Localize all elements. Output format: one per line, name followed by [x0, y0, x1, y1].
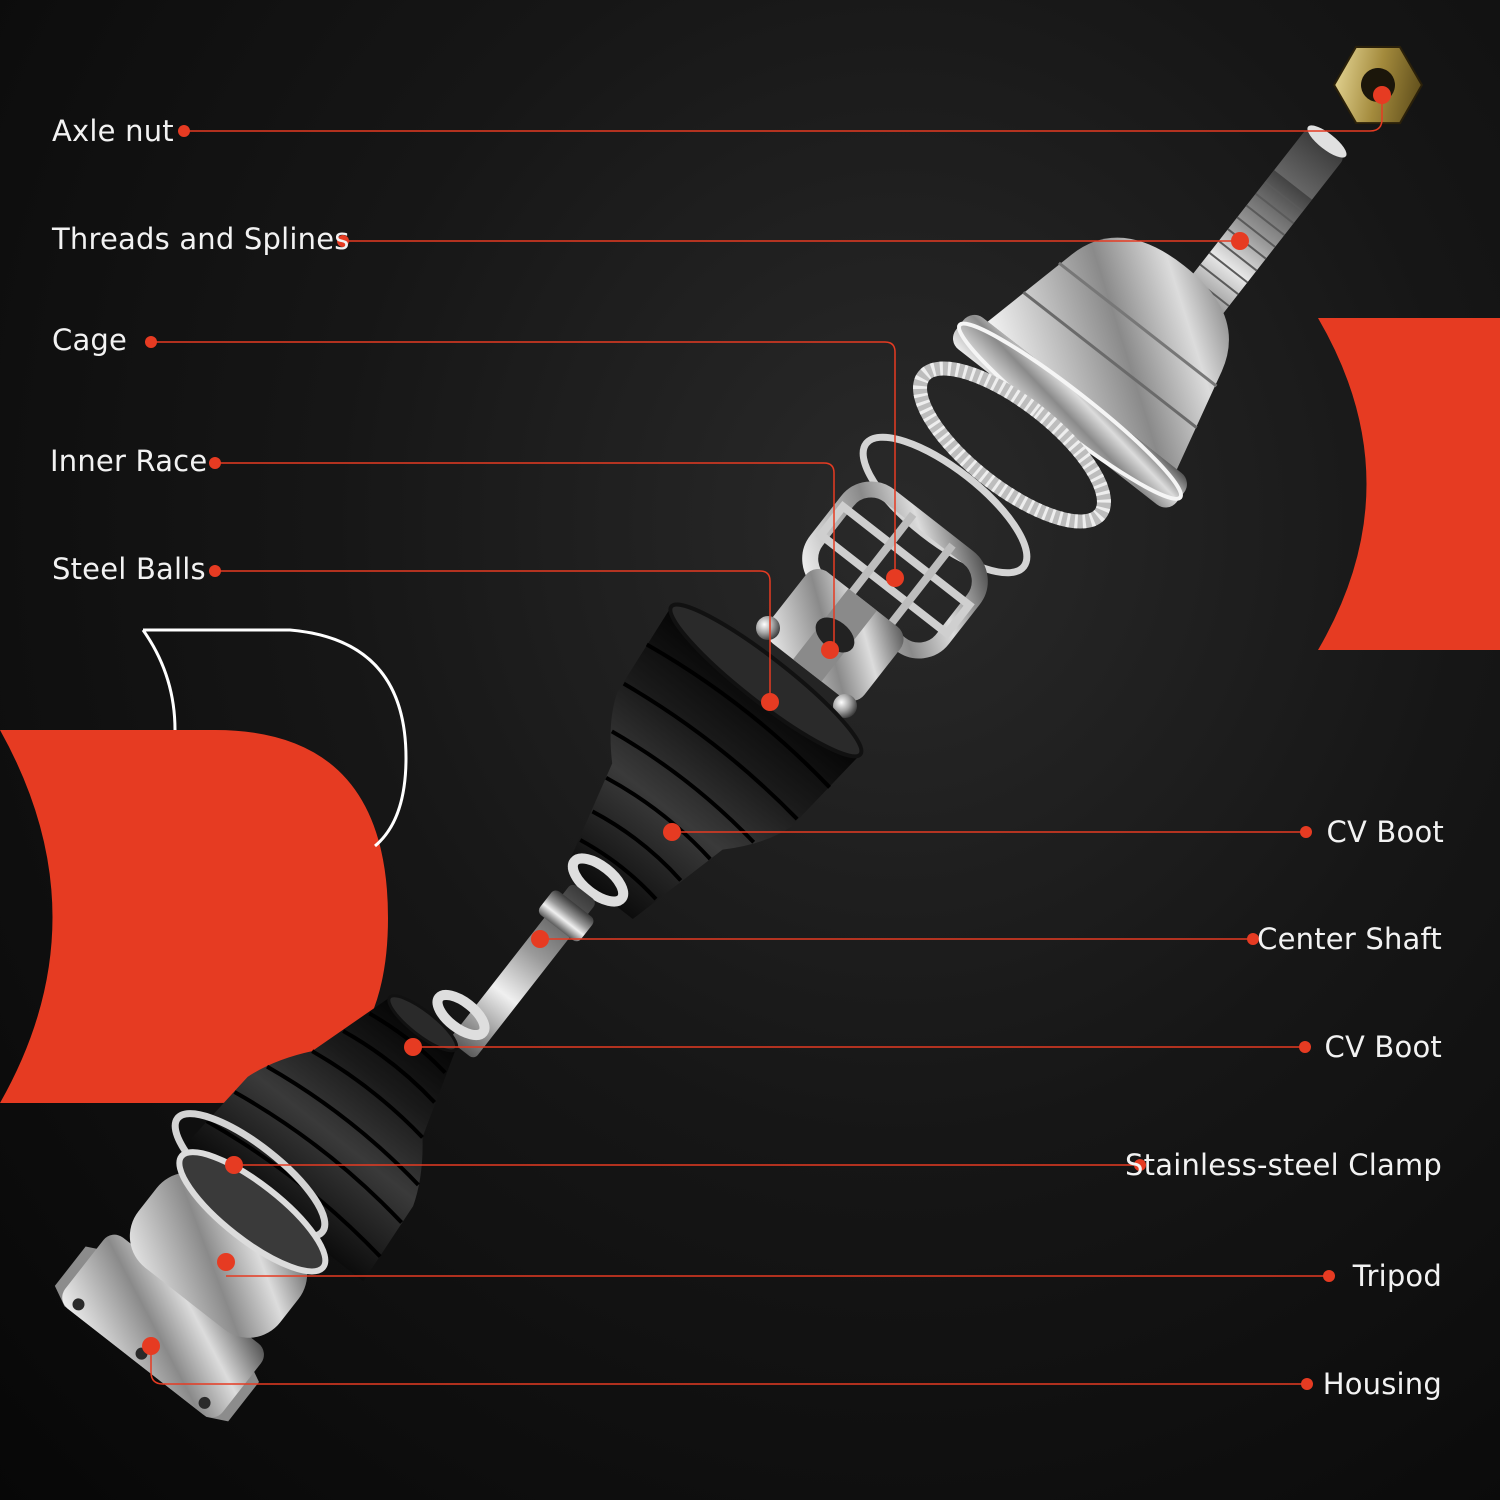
axle-nut-part — [1332, 45, 1424, 125]
label-cv-boot-inner: CV Boot — [1324, 1030, 1442, 1064]
dot-tripod-label — [1323, 1270, 1335, 1282]
dot-threads-part — [1231, 232, 1249, 250]
dot-steel-balls-part — [761, 693, 779, 711]
center-shaft-part — [451, 884, 595, 1058]
outer-boot-clamp — [567, 853, 629, 907]
dot-axle-nut-part — [1373, 86, 1391, 104]
dot-cv-boot-outer-label — [1300, 826, 1312, 838]
label-inner-race: Inner Race — [50, 444, 208, 478]
inner-boot-clamp-small — [432, 989, 490, 1041]
left-red-shape — [0, 730, 388, 1103]
outer-cv-boot — [566, 602, 864, 920]
label-cage: Cage — [52, 323, 128, 357]
dot-housing-part — [142, 1337, 160, 1355]
dot-cv-boot-inner-label — [1299, 1041, 1311, 1053]
leader-lines — [150, 98, 1383, 1385]
callout-dots — [142, 86, 1391, 1390]
label-axle-nut: Axle nut — [52, 114, 174, 148]
dot-center-shaft-label — [1247, 933, 1259, 945]
label-housing: Housing — [1322, 1367, 1442, 1401]
label-threads-and-splines: Threads and Splines — [52, 222, 350, 256]
abs-tone-ring — [913, 361, 1111, 529]
dot-cv-boot-outer-part — [663, 823, 681, 841]
white-outline-curve — [141, 628, 408, 848]
label-center-shaft: Center Shaft — [1257, 922, 1442, 956]
housing-part — [54, 1149, 329, 1422]
dot-cv-boot-inner-part — [404, 1038, 422, 1056]
dot-clamp-part — [225, 1156, 243, 1174]
dot-axle-nut-label — [178, 125, 190, 137]
dot-housing-label — [1301, 1378, 1313, 1390]
dot-steel-balls-label — [209, 565, 221, 577]
label-cv-boot-outer: CV Boot — [1326, 815, 1444, 849]
dot-inner-race-part — [821, 641, 839, 659]
dot-cage-label — [145, 336, 157, 348]
axle-parts — [54, 45, 1424, 1422]
right-red-shape — [1318, 318, 1500, 650]
outer-bell-housing — [952, 237, 1229, 508]
dot-inner-race-label — [209, 457, 221, 469]
snap-ring — [859, 433, 1031, 577]
dot-center-shaft-part — [531, 930, 549, 948]
label-stainless-steel-clamp: Stainless-steel Clamp — [1125, 1148, 1442, 1182]
dot-tripod-part — [217, 1253, 235, 1271]
dot-threads-label — [337, 235, 349, 247]
dot-cage-part — [886, 569, 904, 587]
dot-clamp-label — [1134, 1159, 1146, 1171]
label-tripod: Tripod — [1352, 1259, 1442, 1293]
label-steel-balls: Steel Balls — [52, 552, 206, 586]
